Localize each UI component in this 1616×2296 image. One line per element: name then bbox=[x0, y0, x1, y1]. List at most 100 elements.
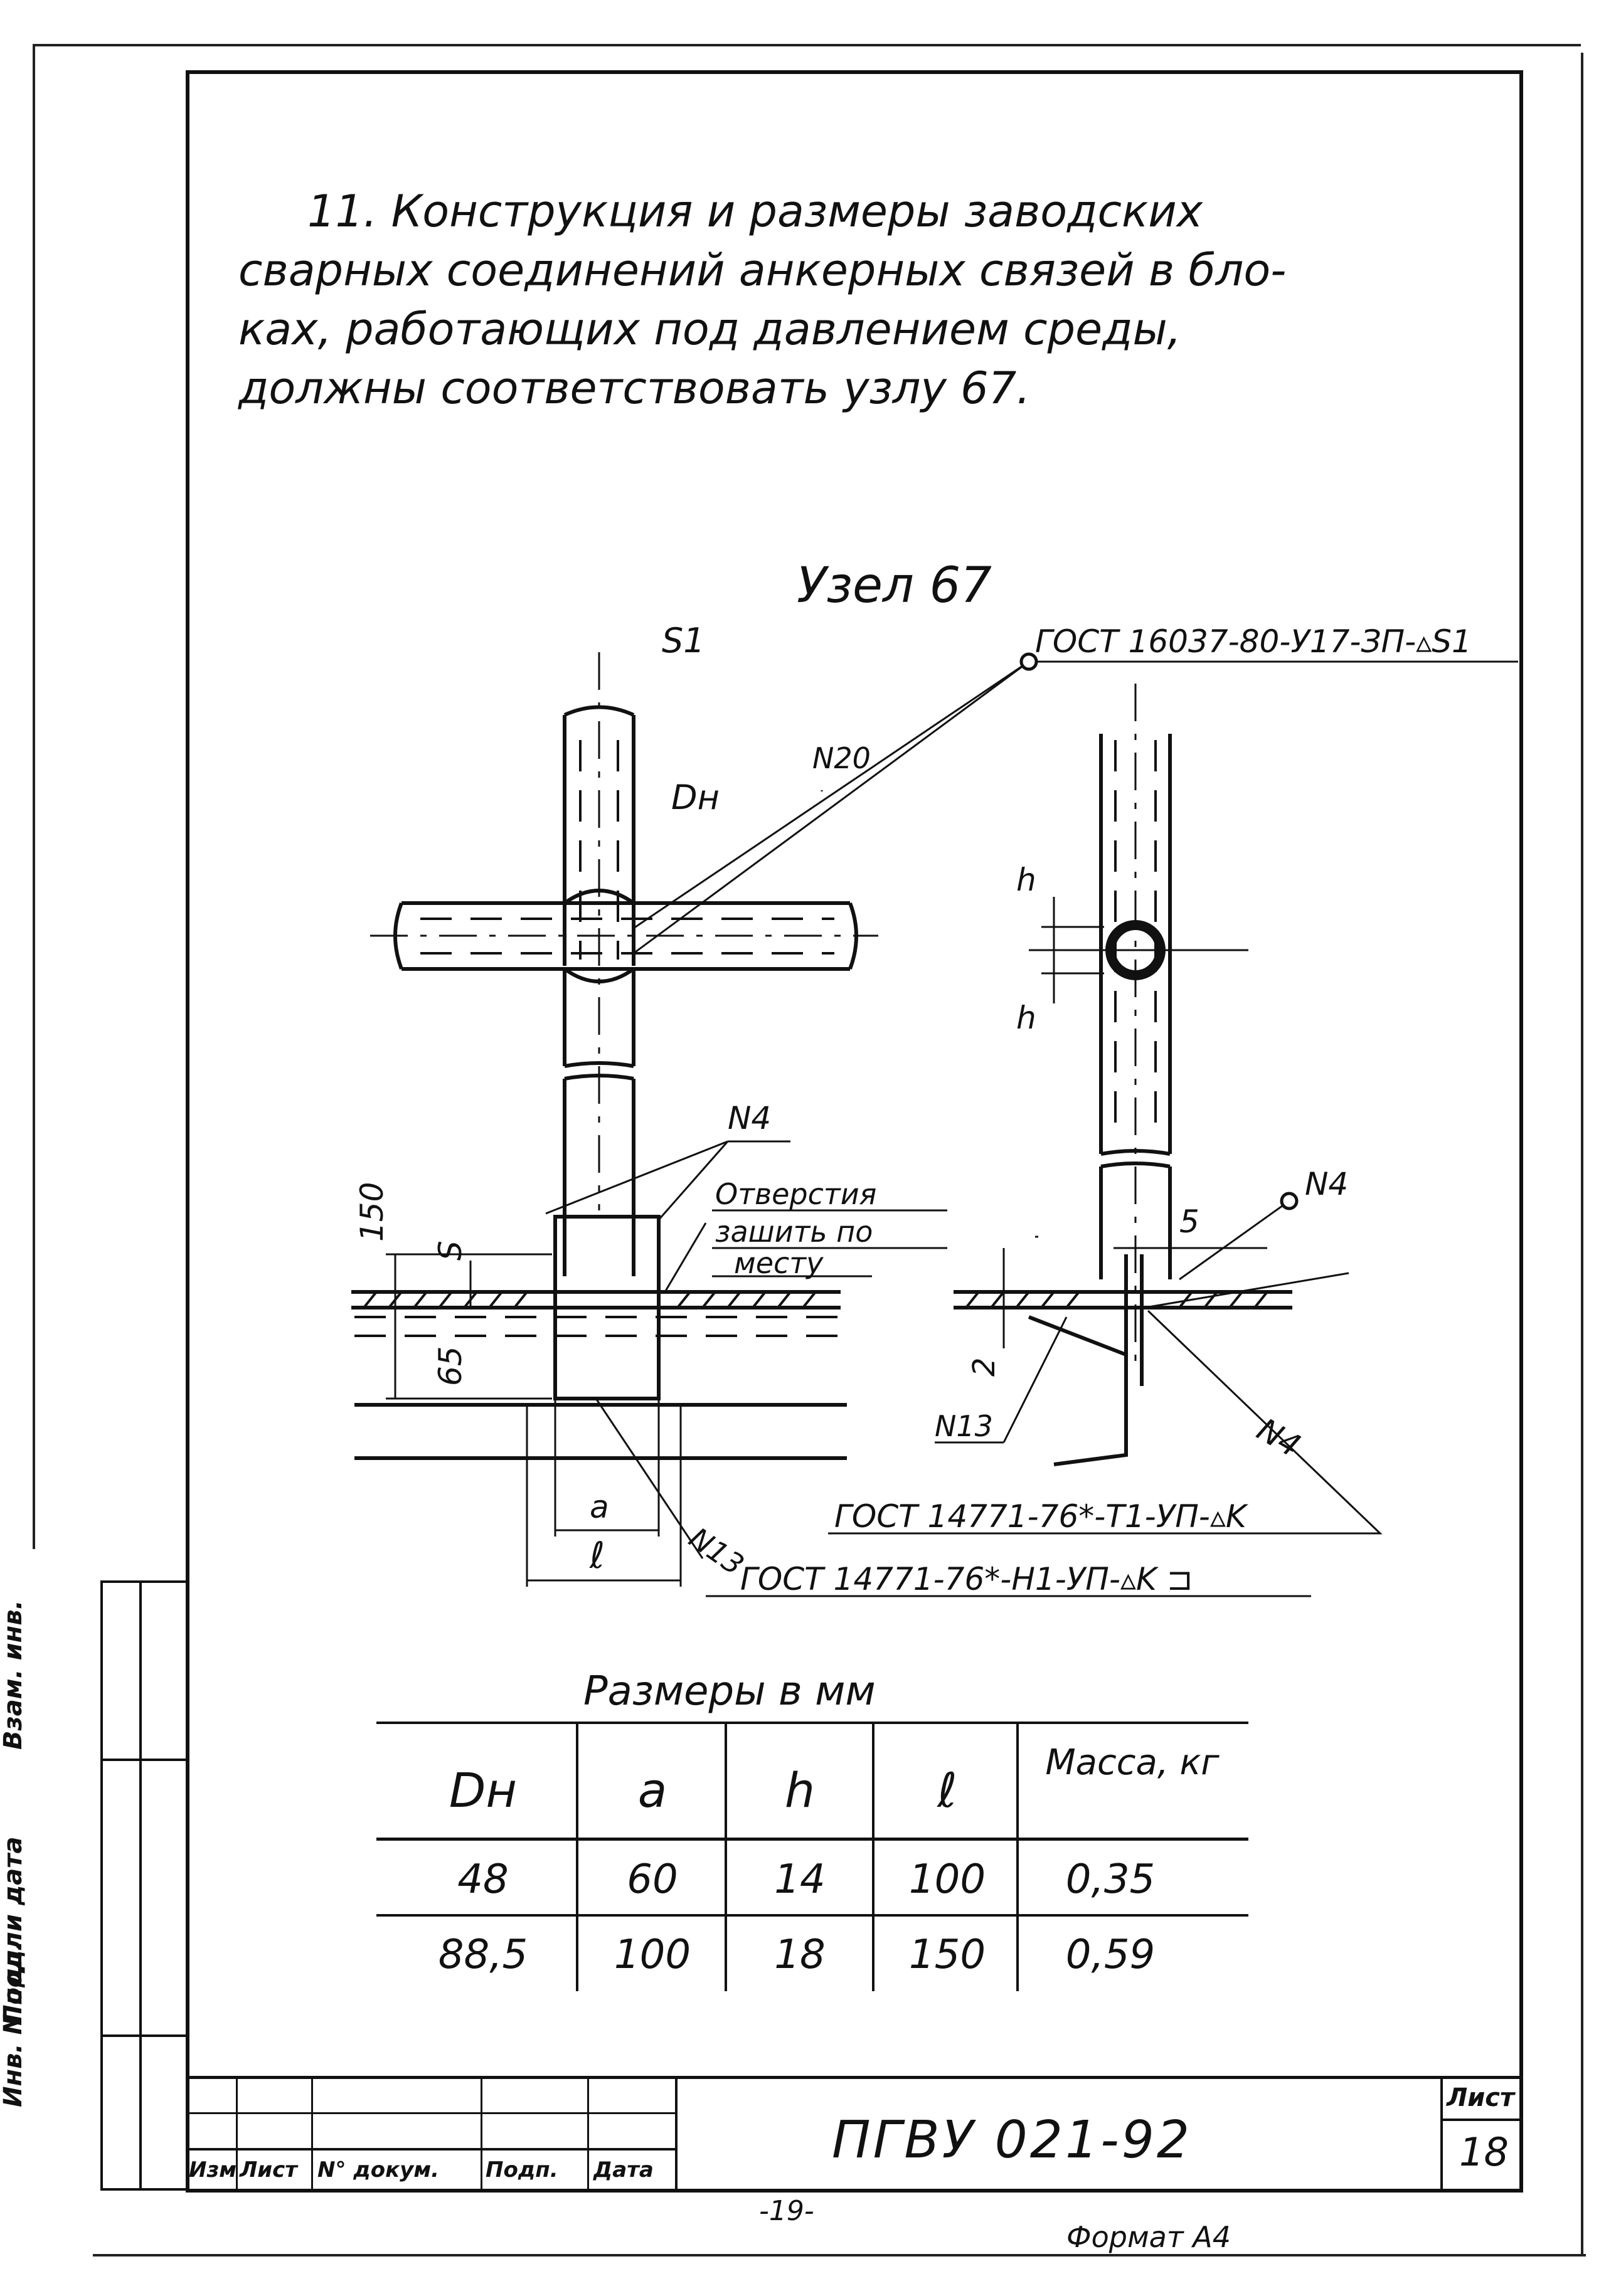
side-strip bbox=[100, 1580, 188, 2191]
table-cell-r1-a: 60 bbox=[627, 1856, 678, 1903]
label-holes-3: месту bbox=[734, 1246, 824, 1280]
label-h-bottom: h bbox=[1016, 1000, 1036, 1036]
label-dn: Dн bbox=[671, 778, 720, 817]
tb-document-code: ПГВУ 021-92 bbox=[832, 2110, 1193, 2170]
left-vertical-pipe-mid bbox=[563, 969, 635, 1066]
weld-upper bbox=[563, 889, 635, 905]
tb-col-2 bbox=[311, 2076, 313, 2189]
table-cell-r2-a: 100 bbox=[614, 1932, 691, 1978]
table-cell-r2-dn: 88,5 bbox=[438, 1932, 528, 1978]
bottom-pipe bbox=[354, 1403, 847, 1460]
right-pipe-break bbox=[1100, 1149, 1171, 1168]
tb-label-izm: Изм bbox=[189, 2157, 237, 2182]
label-s1: S1 bbox=[662, 621, 705, 660]
drawing-title: Узел 67 bbox=[797, 558, 992, 614]
label-n4-right-bottom: N4 bbox=[1251, 1411, 1307, 1464]
bottom-pipe-dash bbox=[354, 1316, 847, 1337]
side-label-replace: Взам. инв. bbox=[0, 1600, 28, 1750]
gost-top-leader-node bbox=[1019, 652, 1038, 671]
leader-n13-left bbox=[595, 1398, 704, 1559]
left-horizontal-inner-dash bbox=[420, 918, 834, 955]
label-holes-1: Отверстия bbox=[715, 1177, 876, 1211]
label-dim-l: ℓ bbox=[589, 1534, 605, 1577]
tb-col-3 bbox=[481, 2076, 482, 2189]
leader-gost-top bbox=[633, 660, 1029, 955]
plate-left bbox=[351, 1290, 841, 1309]
right-leaders bbox=[1002, 1200, 1349, 1443]
label-gost-top: ГОСТ 16037-80-У17-ЗП-▵S1 bbox=[1035, 623, 1472, 660]
table-header-mass: Масса, кг bbox=[1045, 1742, 1220, 1783]
weld-lower bbox=[563, 967, 635, 983]
tb-col-6 bbox=[1440, 2076, 1443, 2189]
table-cell-r1-mass: 0,35 bbox=[1065, 1856, 1156, 1903]
tb-top-rule bbox=[186, 2076, 1519, 2079]
label-dim-5: 5 bbox=[1179, 1204, 1199, 1240]
drawing-frame bbox=[186, 70, 1523, 2193]
label-dim-65: 65 bbox=[432, 1346, 469, 1386]
right-anchor bbox=[1124, 1254, 1144, 1449]
side-strip-divider bbox=[139, 1583, 142, 2188]
table-header-l: ℓ bbox=[937, 1762, 957, 1818]
table-cell-r1-l: 100 bbox=[908, 1856, 986, 1903]
table-cell-r2-l: 150 bbox=[908, 1932, 986, 1978]
tb-sheet-number: 18 bbox=[1459, 2129, 1509, 2175]
format-label: Формат А4 bbox=[1066, 2220, 1231, 2254]
tb-col-5 bbox=[675, 2076, 678, 2189]
tb-label-doc: N° докум. bbox=[317, 2157, 440, 2182]
table-col-sep-4 bbox=[1016, 1722, 1019, 1991]
leader-holes bbox=[664, 1222, 707, 1293]
dimensions-table: Размеры в мм Dн a h ℓ Масса, кг 48 60 14… bbox=[376, 1668, 1248, 1991]
tb-row-rule-1 bbox=[186, 2112, 675, 2114]
heading-block: 11. Конструкция и размеры заводских свар… bbox=[238, 182, 1286, 418]
label-gost-bottom: ГОСТ 14771-76*-Н1-УП-▵K ⊐ bbox=[740, 1561, 1193, 1597]
left-pipe-break-mid bbox=[564, 1061, 634, 1081]
outer-top-line bbox=[33, 44, 1581, 46]
right-pipe-low bbox=[1099, 1167, 1172, 1279]
label-dim-s: S bbox=[432, 1241, 469, 1261]
label-h-top: h bbox=[1016, 862, 1036, 898]
table-cell-r2-mass: 0,59 bbox=[1065, 1932, 1156, 1978]
tb-sheet-label: Лист bbox=[1447, 2083, 1515, 2112]
dim-h-lines bbox=[1041, 897, 1104, 1003]
left-vertical-pipe-low bbox=[563, 1079, 635, 1276]
left-horizontal-pipe bbox=[401, 901, 850, 971]
title-block: Изм Лист N° докум. Подп. Дата ПГВУ 021-9… bbox=[186, 2076, 1519, 2189]
heading-line-4: должны соответствовать узлу 67. bbox=[238, 362, 1031, 414]
plate-hatch bbox=[363, 1291, 817, 1309]
heading-line-2: сварных соединений анкерных связей в бло… bbox=[238, 245, 1287, 296]
label-gost-mid: ГОСТ 14771-76*-Т1-УП-▵K bbox=[834, 1498, 1249, 1535]
tb-row-rule-2 bbox=[186, 2148, 675, 2151]
table-header-a: a bbox=[637, 1762, 667, 1818]
tb-sheet-rule bbox=[1440, 2119, 1519, 2121]
tb-label-sign: Подп. bbox=[486, 2157, 558, 2182]
table-header-dn: Dн bbox=[449, 1762, 518, 1818]
leader-n4-left bbox=[545, 1140, 729, 1220]
table-top-rule bbox=[376, 1722, 1248, 1724]
tb-label-list: Лист bbox=[240, 2157, 297, 2182]
table-caption: Размеры в мм bbox=[583, 1668, 876, 1715]
label-n20: N20 bbox=[812, 741, 871, 775]
table-col-sep-1 bbox=[576, 1722, 578, 1991]
table-row-rule bbox=[376, 1914, 1248, 1917]
right-pipe-hole-circle bbox=[1105, 920, 1166, 980]
label-dim-2: 2 bbox=[967, 1357, 1002, 1377]
dim-150-line bbox=[386, 1253, 552, 1400]
gost-mid-leader bbox=[828, 1309, 1383, 1535]
tb-col-4 bbox=[587, 2076, 589, 2189]
side-label-sign: Подп. и дата bbox=[0, 1836, 28, 2026]
label-dim-150: 150 bbox=[354, 1182, 390, 1242]
side-strip-sep-2 bbox=[103, 2034, 188, 2037]
table-header-h: h bbox=[784, 1762, 816, 1818]
table-cell-r1-dn: 48 bbox=[457, 1856, 509, 1903]
dim-a-line bbox=[554, 1399, 660, 1537]
outer-left-line bbox=[33, 44, 35, 1549]
page-number: -19- bbox=[759, 2195, 814, 2227]
table-cell-r2-h: 18 bbox=[774, 1932, 826, 1978]
outer-right-line bbox=[1581, 53, 1583, 2254]
right-pipe-top bbox=[1099, 734, 1172, 1154]
tb-label-date: Дата bbox=[593, 2157, 654, 2182]
right-angle-bracket bbox=[1028, 1315, 1128, 1466]
left-pipe-inner-dash bbox=[579, 740, 619, 960]
n4-right-leader-node bbox=[1280, 1192, 1299, 1210]
label-dim-a: a bbox=[590, 1489, 609, 1525]
